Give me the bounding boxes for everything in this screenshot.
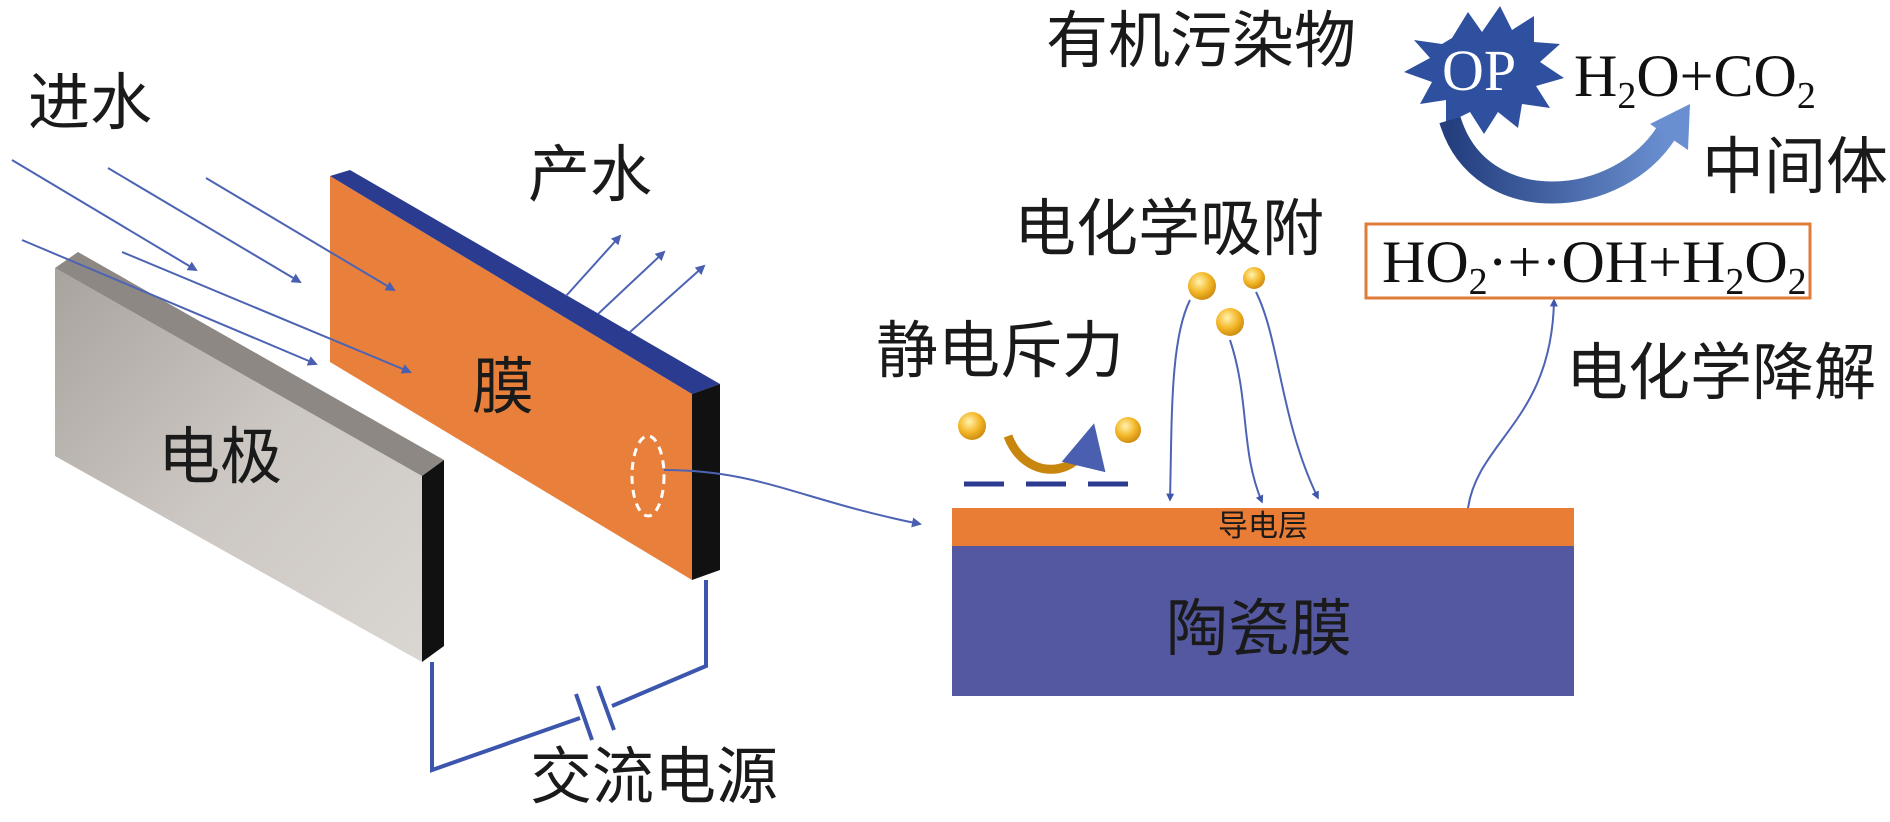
electrode-face xyxy=(55,268,422,662)
particle xyxy=(1216,308,1244,336)
ceramic-membrane-block xyxy=(952,508,1574,696)
outlet-arrow xyxy=(629,264,706,333)
membrane-face xyxy=(330,176,692,580)
electrochemical-adsorption xyxy=(1166,267,1319,504)
inlet-label: 进水 xyxy=(28,66,152,139)
inlet-flow-arrows xyxy=(11,159,412,374)
outlet-arrow xyxy=(597,250,666,315)
ceramic-membrane-label: 陶瓷膜 xyxy=(1166,592,1352,665)
transformation-arrowhead xyxy=(1650,104,1690,150)
membrane xyxy=(330,170,720,580)
repulsion-arrow xyxy=(1003,423,1106,474)
radicals-formula: HO2·+·OH+H2O2 xyxy=(1382,229,1807,303)
outlet-arrow xyxy=(565,234,622,297)
electrode-top-edge xyxy=(55,252,444,476)
inlet-arrow xyxy=(11,159,198,272)
op-cycle xyxy=(1404,6,1690,204)
electrode-side-edge xyxy=(422,460,444,662)
adsorption-arrow xyxy=(1166,299,1191,502)
electrostatic-repulsion xyxy=(958,412,1141,487)
zoom-connector-arrow xyxy=(663,469,922,528)
membrane-label: 膜 xyxy=(472,350,534,423)
degradation-label: 电化学降解 xyxy=(1566,336,1876,409)
op-burst xyxy=(1404,6,1564,134)
conductive-layer-label: 导电层 xyxy=(1218,509,1308,544)
op-label: OP xyxy=(1442,38,1516,103)
membrane-top-edge xyxy=(330,170,720,394)
ceramic-membrane xyxy=(952,546,1574,696)
outlet-flow-arrows xyxy=(565,234,706,333)
degradation-arrow xyxy=(1467,298,1558,509)
radical-box xyxy=(1364,222,1812,300)
inlet-arrow xyxy=(205,177,396,292)
particle xyxy=(1243,267,1265,289)
power-supply-label: 交流电源 xyxy=(530,740,778,813)
capacitor-plate xyxy=(596,685,616,731)
inlet-arrow xyxy=(121,251,412,374)
repulsion-label: 静电斥力 xyxy=(876,314,1124,387)
membrane-detail-ellipse xyxy=(630,434,666,518)
wire-left xyxy=(430,662,581,773)
wire-right xyxy=(611,580,708,708)
electrode xyxy=(55,252,444,662)
transformation-arrow xyxy=(1439,116,1678,204)
adsorption-arrow xyxy=(1229,339,1264,504)
particle xyxy=(1115,417,1141,443)
adsorption-label: 电化学吸附 xyxy=(1014,192,1324,265)
outlet-label: 产水 xyxy=(528,138,652,211)
conductive-layer xyxy=(952,508,1574,546)
circuit-wire xyxy=(430,580,708,773)
pollutant-label: 有机污染物 xyxy=(1046,4,1356,77)
particle xyxy=(958,412,986,440)
inlet-arrow xyxy=(21,239,318,366)
particle xyxy=(1188,272,1216,300)
products-formula: H2O+CO2 xyxy=(1574,43,1816,117)
adsorption-arrow xyxy=(1255,291,1319,500)
intermediate-label: 中间体 xyxy=(1702,130,1888,203)
electrode-label: 电极 xyxy=(158,420,282,493)
inlet-arrow xyxy=(107,167,302,284)
capacitor-plate xyxy=(574,693,594,741)
membrane-side-edge xyxy=(692,384,720,580)
